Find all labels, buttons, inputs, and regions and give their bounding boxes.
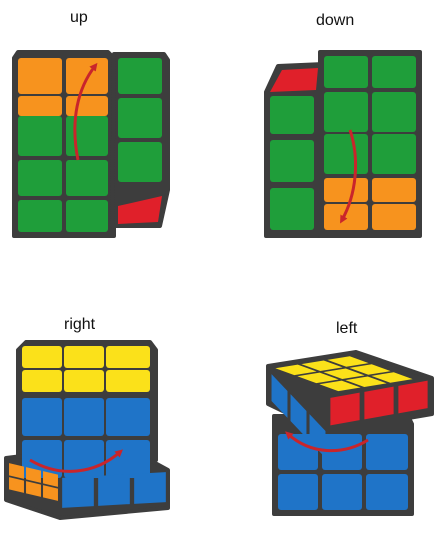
sticker: [22, 370, 62, 392]
sticker: [371, 372, 413, 383]
sticker: [118, 98, 162, 138]
sticker: [398, 380, 428, 414]
sticker: [372, 178, 416, 202]
sticker: [366, 434, 408, 470]
sticker: [349, 364, 391, 375]
sticker: [43, 471, 58, 487]
cube-body: [110, 52, 170, 228]
sticker: [22, 346, 62, 368]
label-right: right: [64, 316, 96, 333]
sticker: [66, 96, 108, 116]
sticker: [372, 204, 416, 230]
sticker: [106, 346, 150, 368]
sticker: [43, 485, 58, 501]
sticker: [64, 370, 104, 392]
sticker: [372, 134, 416, 174]
sticker: [324, 92, 368, 132]
sticker: [18, 200, 62, 232]
sticker: [330, 392, 360, 426]
sticker: [301, 360, 343, 371]
sticker: [62, 476, 94, 508]
sticker: [270, 68, 318, 92]
cube-left-move: [266, 350, 434, 516]
sticker: [345, 376, 387, 387]
label-up: up: [70, 9, 88, 26]
sticker: [26, 481, 41, 497]
arrow-down: [340, 129, 358, 224]
sticker: [18, 160, 62, 196]
sticker: [18, 96, 62, 116]
sticker: [323, 368, 365, 379]
sticker: [18, 116, 62, 156]
sticker: [118, 58, 162, 94]
sticker: [26, 467, 41, 483]
sticker: [290, 394, 307, 438]
label-down: down: [316, 12, 355, 29]
sticker: [278, 434, 318, 470]
arrow-right: [29, 449, 124, 473]
sticker: [366, 474, 408, 510]
sticker: [278, 474, 318, 510]
sticker: [297, 372, 339, 384]
sticker: [275, 364, 317, 376]
arrow-up: [73, 62, 98, 161]
sticker: [134, 472, 166, 504]
sticker: [271, 374, 288, 418]
sticker: [270, 140, 314, 182]
sticker: [324, 134, 368, 174]
sticker: [9, 463, 24, 479]
sticker: [324, 56, 368, 88]
sticker: [270, 188, 314, 230]
sticker: [106, 370, 150, 392]
sticker: [64, 346, 104, 368]
sticker: [64, 398, 104, 436]
sticker: [322, 474, 362, 510]
sticker: [319, 380, 361, 392]
sticker: [324, 178, 368, 202]
sticker: [22, 398, 62, 436]
cube-right-move: [4, 340, 170, 520]
sticker: [118, 196, 162, 224]
sticker: [372, 92, 416, 132]
sticker: [270, 96, 314, 134]
label-left: left: [336, 320, 358, 337]
sticker: [18, 58, 62, 94]
cube-up-move: [12, 50, 170, 238]
sticker: [322, 434, 362, 470]
cube-down-move: [264, 50, 422, 238]
sticker: [327, 356, 369, 367]
arrow-left: [285, 431, 369, 453]
sticker: [324, 204, 368, 230]
sticker: [9, 477, 24, 493]
sticker: [66, 200, 108, 232]
sticker: [66, 116, 108, 156]
sticker: [118, 142, 162, 182]
sticker: [98, 474, 130, 506]
sticker: [66, 160, 108, 196]
sticker: [372, 56, 416, 88]
sticker: [106, 398, 150, 436]
sticker: [364, 386, 394, 420]
